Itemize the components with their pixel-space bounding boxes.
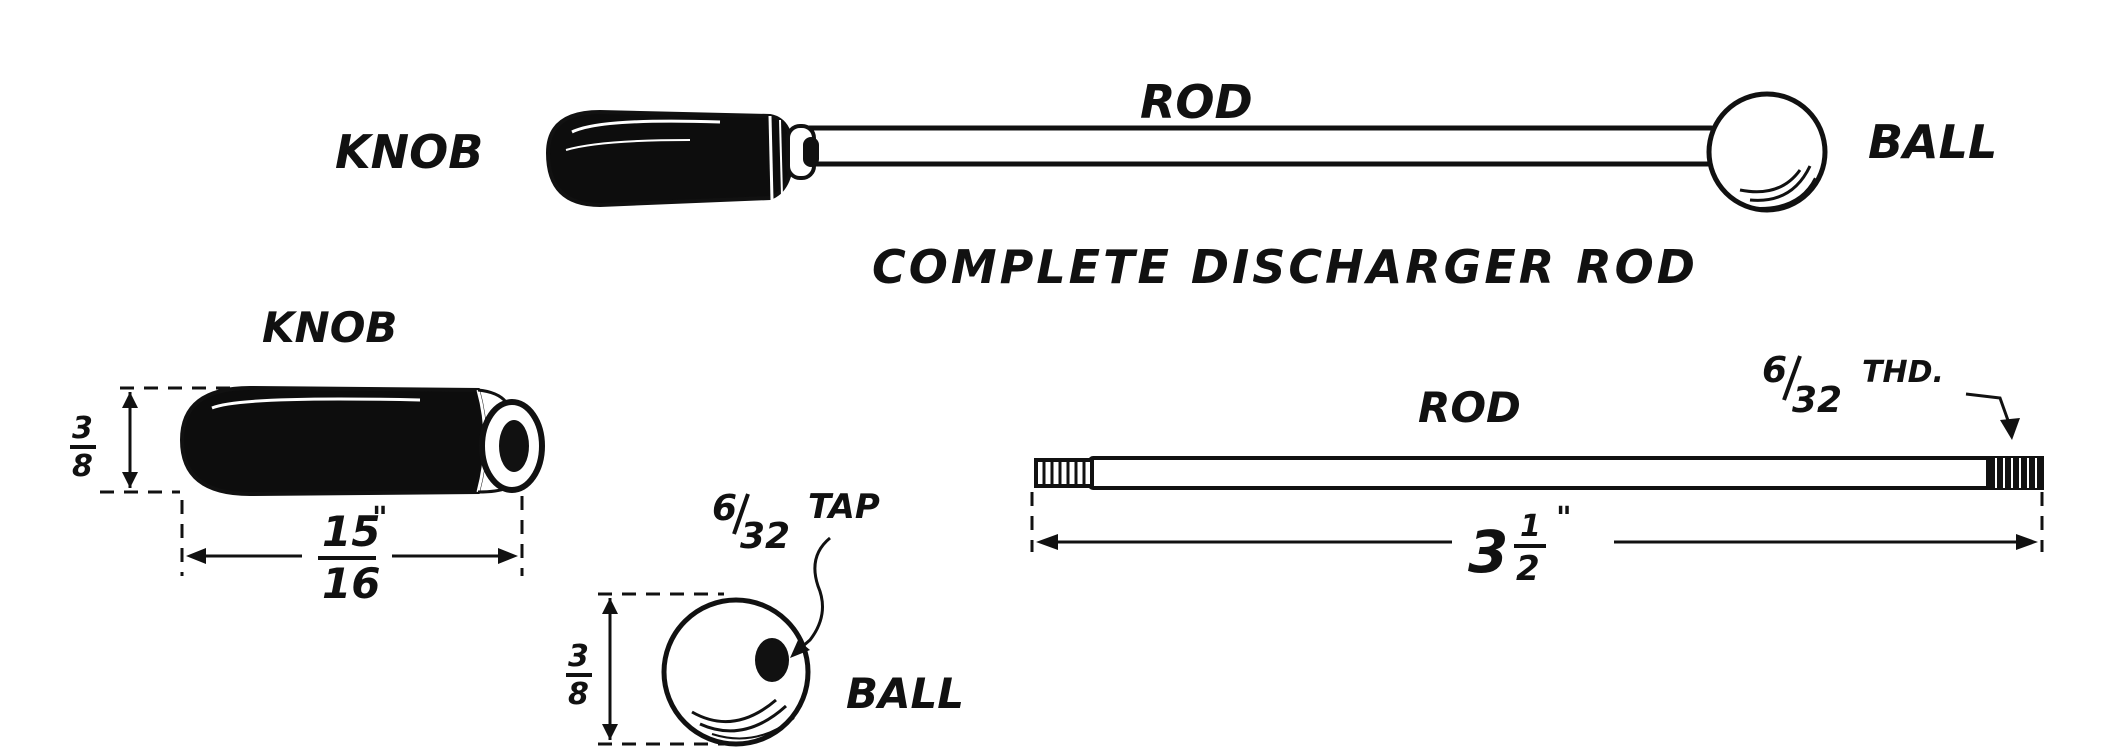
- svg-text:2: 2: [1516, 549, 1540, 589]
- ball-detail: 6 32 TAP BALL 3 8: [566, 487, 964, 747]
- caption: COMPLETE DISCHARGER ROD: [872, 240, 1698, 294]
- svg-text:": ": [1556, 501, 1572, 536]
- knob-length-dim: 15 " 16: [318, 501, 388, 608]
- ball-detail-sphere: [661, 597, 811, 747]
- assembled-rod-shaft: [797, 125, 1718, 167]
- svg-text:32: 32: [1792, 380, 1842, 421]
- tap-callout: 6 32 TAP: [712, 487, 880, 557]
- complete-rod-assembly: KNOB ROD BALL COMPLETE DISCHARGER ROD: [335, 75, 1997, 294]
- rod-detail: ROD 6 32 THD. 3 1: [1030, 350, 2044, 589]
- svg-text:15: 15: [322, 507, 380, 556]
- thread-callout: 6 32 THD.: [1762, 350, 2020, 440]
- rod-detail-shaft: [1088, 456, 1992, 490]
- svg-text:": ": [372, 501, 388, 536]
- svg-text:6: 6: [1762, 350, 1787, 391]
- ball-tapped-hole: [755, 638, 789, 682]
- knob-diameter-dim: 3 8: [70, 411, 96, 484]
- svg-text:8: 8: [72, 449, 93, 484]
- svg-text:THD.: THD.: [1862, 355, 1944, 390]
- ball-label-top: BALL: [1868, 115, 1997, 169]
- rod-right-thread: [1986, 456, 2044, 490]
- svg-text:16: 16: [322, 559, 380, 608]
- rod-length-dim: 3 1 2 ": [1468, 501, 1572, 589]
- rod-left-thread: [1034, 458, 1094, 488]
- svg-text:3: 3: [1468, 518, 1508, 586]
- rod-label-top: ROD: [1140, 75, 1253, 129]
- svg-text:3: 3: [72, 411, 93, 446]
- knob-detail-label: KNOB: [262, 303, 397, 352]
- rod-detail-label: ROD: [1418, 383, 1521, 432]
- svg-text:1: 1: [1520, 509, 1541, 544]
- svg-text:3: 3: [568, 639, 589, 674]
- knob-label-top: KNOB: [335, 125, 483, 179]
- svg-text:TAP: TAP: [808, 487, 880, 527]
- ball-diameter-dim: 3 8: [566, 639, 592, 712]
- knob-detail: KNOB 3 8 15 " 16: [70, 303, 545, 608]
- svg-text:6: 6: [712, 488, 737, 529]
- svg-text:32: 32: [740, 516, 790, 557]
- ball-detail-label: BALL: [846, 669, 964, 718]
- assembled-knob: [545, 109, 819, 208]
- assembled-ball: [1706, 91, 1828, 213]
- svg-text:8: 8: [568, 677, 589, 712]
